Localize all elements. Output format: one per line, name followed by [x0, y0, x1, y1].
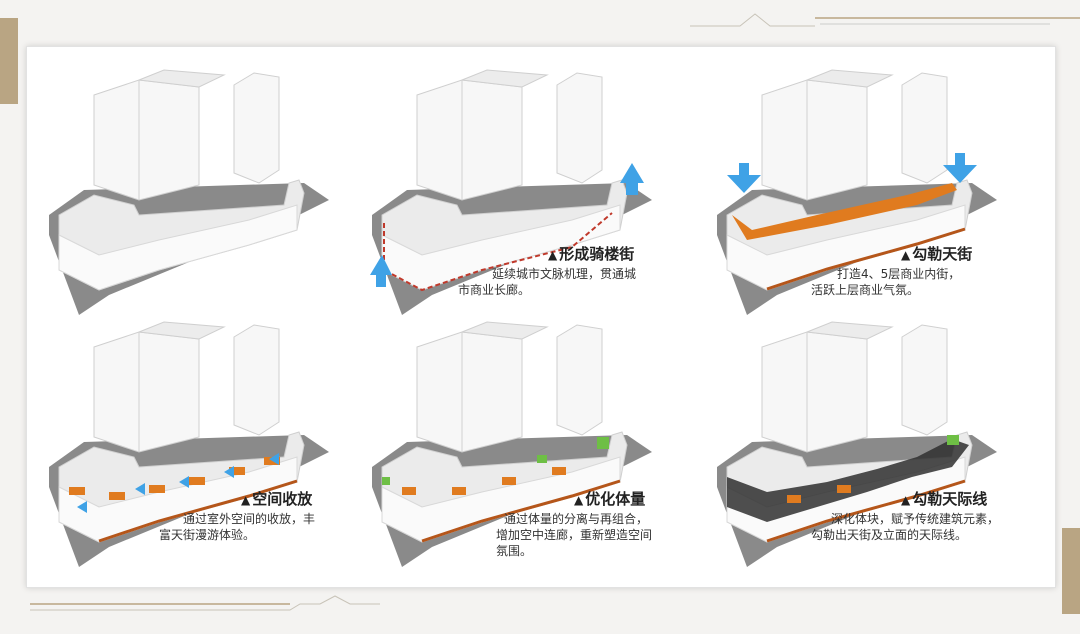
sky-bridge-link: [597, 437, 609, 449]
volume-block: [837, 485, 851, 493]
panel-1: [39, 65, 359, 320]
main-tower: [416, 79, 523, 201]
arcade-route: [383, 212, 613, 292]
panel-5-title: ▲优化体量: [574, 490, 646, 508]
panel-6-model: [717, 321, 997, 567]
podium-base-line: [766, 227, 966, 291]
main-tower: [761, 79, 868, 201]
triangle-icon: ▲: [574, 493, 584, 507]
panel-5-model: [372, 321, 652, 567]
panel-6-title: ▲勾勒天际线: [901, 490, 988, 508]
podium-base-line: [421, 479, 621, 543]
arrow-icon: [135, 483, 145, 495]
arrow-icon: [224, 466, 234, 478]
panel-5: ▲优化体量 通过体量的分离与再组合， 增加空中连廊，重新塑造空间 氛围。: [362, 317, 682, 572]
volume-block: [402, 487, 416, 495]
left-gold-bar: [0, 18, 18, 104]
panel-1-model: [49, 69, 329, 315]
space-pocket: [149, 485, 165, 493]
diagram-frame: ▲形成骑楼街 延续城市文脉机理，贯通城 市商业长廊。 ▲勾勒天街 打造4、5层商…: [26, 46, 1056, 588]
space-pocket: [69, 487, 85, 495]
arrow-icon: [77, 501, 87, 513]
main-tower-roof: [461, 321, 549, 340]
panel-3: ▲勾勒天街 打造4、5层商业内街， 活跃上层商业气氛。: [707, 65, 1027, 320]
podium-facade: [58, 204, 298, 291]
side-tower: [556, 324, 603, 436]
bottom-ornament-line: [30, 595, 380, 611]
panel-2-desc: 延续城市文脉机理，贯通城 市商业长廊。: [458, 267, 637, 297]
panel-3-desc: 打造4、5层商业内街， 活跃上层商业气氛。: [811, 267, 961, 297]
podium-base-line: [766, 479, 966, 543]
sky-street: [732, 183, 957, 240]
top-ornament-line: [690, 13, 1080, 27]
arrow-up-right-icon: [620, 163, 644, 195]
right-gold-bar: [1062, 528, 1080, 614]
arrow-icon: [179, 476, 189, 488]
panel-3-model: [717, 69, 997, 315]
podium-base-line: [98, 479, 298, 543]
side-tower: [556, 72, 603, 184]
main-tower-roof: [138, 321, 226, 340]
panel-3-title: ▲勾勒天街: [901, 245, 973, 263]
space-pocket: [109, 492, 125, 500]
panel-6-desc: 深化体块，赋予传统建筑元素， 勾勒出天街及立面的天际线。: [811, 512, 1000, 542]
panel-4: ▲空间收放 通过室外空间的收放，丰 富天街漫游体验。: [39, 317, 359, 572]
panel-5-desc: 通过体量的分离与再组合， 增加空中连廊，重新塑造空间 氛围。: [496, 512, 653, 558]
panel-4-desc: 通过室外空间的收放，丰 富天街漫游体验。: [159, 512, 316, 542]
panel-4-model: [49, 321, 329, 567]
triangle-icon: ▲: [901, 248, 911, 262]
panel-2-title: ▲形成骑楼街: [548, 245, 635, 263]
side-tower: [901, 324, 948, 436]
arrow-down-right-icon: [943, 153, 977, 183]
arrow-icon: [269, 453, 279, 465]
arrow-down-left-icon: [727, 163, 761, 193]
arrow-up-left-icon: [370, 255, 392, 287]
space-pocket: [264, 457, 280, 465]
space-pocket: [189, 477, 205, 485]
space-pocket: [229, 467, 245, 475]
main-tower: [761, 331, 868, 453]
sky-bridge-link: [537, 455, 547, 463]
volume-block: [502, 477, 516, 485]
volume-block: [452, 487, 466, 495]
main-tower: [416, 331, 523, 453]
side-tower: [901, 72, 948, 184]
main-tower-roof: [461, 69, 549, 88]
main-tower-roof: [806, 69, 894, 88]
volume-block: [552, 467, 566, 475]
triangle-icon: ▲: [548, 248, 558, 262]
triangle-icon: ▲: [241, 493, 251, 507]
main-tower: [93, 331, 200, 453]
volume-block: [787, 495, 801, 503]
side-tower: [233, 72, 280, 184]
sky-bridge-link: [382, 477, 390, 485]
panel-4-title: ▲空间收放: [241, 490, 313, 508]
side-tower: [233, 324, 280, 436]
panel-2: ▲形成骑楼街 延续城市文脉机理，贯通城 市商业长廊。: [362, 65, 682, 320]
triangle-icon: ▲: [901, 493, 911, 507]
main-tower-roof: [138, 69, 226, 88]
panel-6: ▲勾勒天际线 深化体块，赋予传统建筑元素， 勾勒出天街及立面的天际线。: [707, 317, 1027, 572]
main-tower: [93, 79, 200, 201]
sky-bridge-link: [947, 435, 959, 445]
main-tower-roof: [806, 321, 894, 340]
panel-2-model: [370, 69, 652, 315]
